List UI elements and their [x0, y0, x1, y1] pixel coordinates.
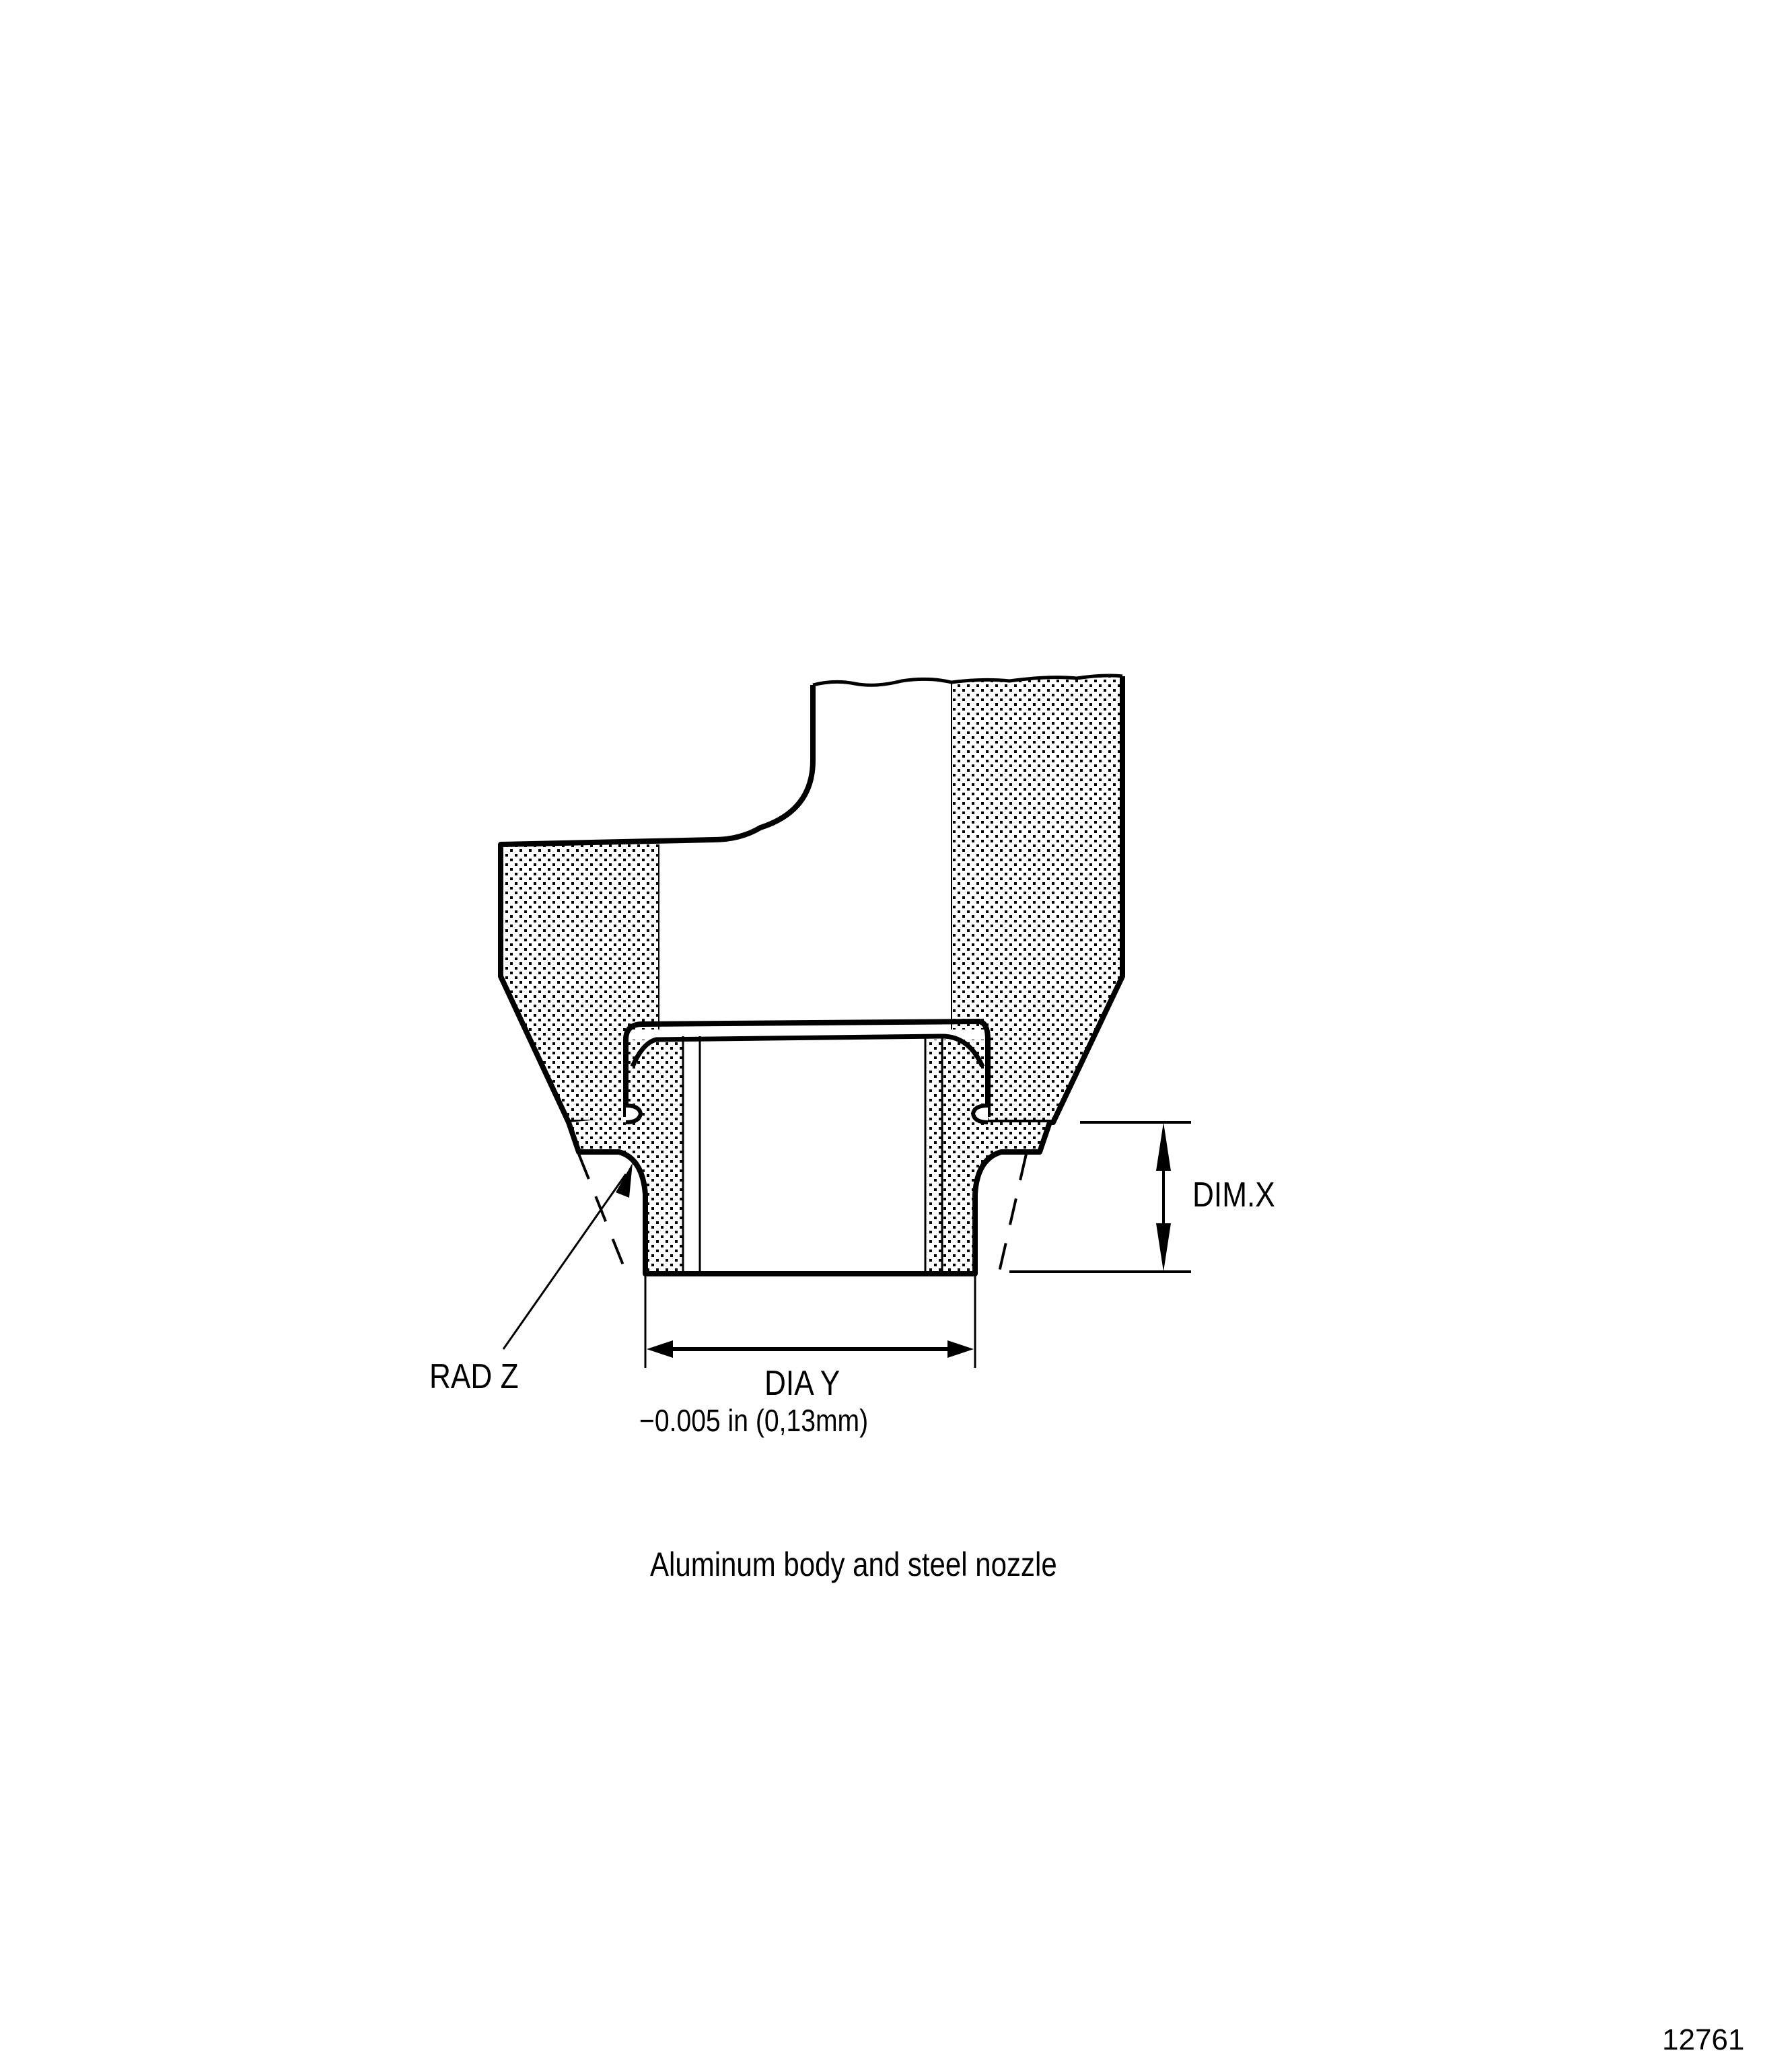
figure-caption: Aluminum body and steel nozzle [650, 1546, 1057, 1583]
body-left-wall [501, 844, 659, 1122]
groove-left [625, 1104, 643, 1124]
rad-z-leader [502, 1163, 633, 1350]
nozzle-left-wall [569, 1040, 683, 1274]
steel-nozzle [566, 1018, 1052, 1276]
dashed-taper-lines [577, 1153, 1028, 1272]
dia-y-dimension [644, 1275, 976, 1368]
dim-x-dimension [1009, 1121, 1191, 1273]
groove-right [970, 1104, 989, 1124]
aluminum-body [498, 674, 1125, 1125]
dia-y-label: DIA Y [764, 1364, 840, 1403]
rad-z-label: RAD Z [429, 1357, 519, 1396]
figure-number: 12761 [1662, 2023, 1745, 2056]
dia-y-tolerance-label: −0.005 in (0,13mm) [639, 1403, 869, 1438]
body-right-wall [952, 676, 1122, 1122]
dim-x-label: DIM.X [1192, 1176, 1275, 1215]
break-line [812, 674, 1123, 687]
nozzle-outline [566, 1121, 1052, 1276]
nozzle-cap-outline [623, 1018, 991, 1117]
